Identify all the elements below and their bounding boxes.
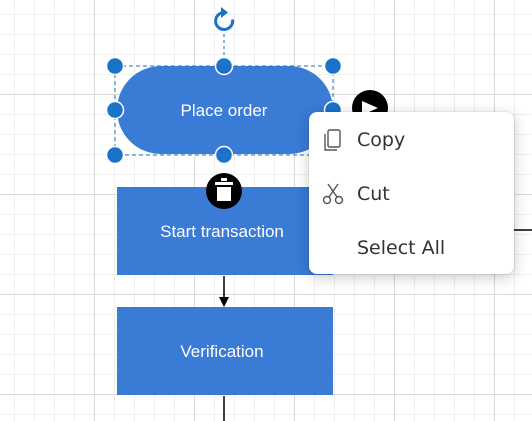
menu-item-select-all[interactable]: Select All — [309, 221, 514, 275]
context-menu: Copy Cut Select All — [309, 112, 514, 274]
scissors-icon — [309, 182, 357, 206]
node-label-verification: Verification — [180, 342, 263, 361]
resize-handle-top[interactable] — [214, 56, 234, 76]
node-place-order[interactable]: Place order — [117, 66, 333, 154]
menu-item-copy-label: Copy — [357, 128, 406, 151]
node-verification[interactable]: Verification — [117, 307, 333, 395]
menu-item-copy[interactable]: Copy — [309, 113, 514, 167]
resize-handle-bottom-left[interactable] — [105, 145, 125, 165]
node-start-transaction[interactable]: Start transaction — [117, 187, 333, 275]
menu-item-select-all-label: Select All — [357, 236, 446, 259]
resize-handle-top-left[interactable] — [105, 56, 125, 76]
copy-icon — [309, 128, 357, 152]
rotate-icon[interactable] — [214, 7, 235, 31]
node-label-place-order: Place order — [181, 101, 268, 120]
menu-item-cut-label: Cut — [357, 182, 390, 205]
menu-item-cut[interactable]: Cut — [309, 167, 514, 221]
node-label-start-transaction: Start transaction — [160, 222, 284, 241]
resize-handle-left[interactable] — [105, 100, 125, 120]
resize-handle-top-right[interactable] — [323, 56, 343, 76]
resize-handle-bottom[interactable] — [214, 145, 234, 165]
trash-icon[interactable] — [206, 173, 242, 209]
